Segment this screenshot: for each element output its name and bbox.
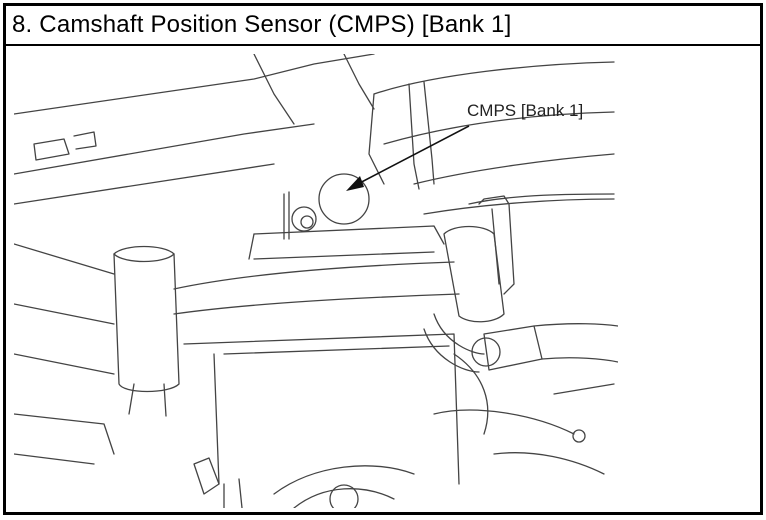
document-frame: 8. Camshaft Position Sensor (CMPS) [Bank… [3,3,763,515]
cmps-callout-label: CMPS [Bank 1] [467,101,583,120]
section-title: 8. Camshaft Position Sensor (CMPS) [Bank… [6,6,760,46]
engine-illustration: CMPS [Bank 1] [14,54,618,508]
